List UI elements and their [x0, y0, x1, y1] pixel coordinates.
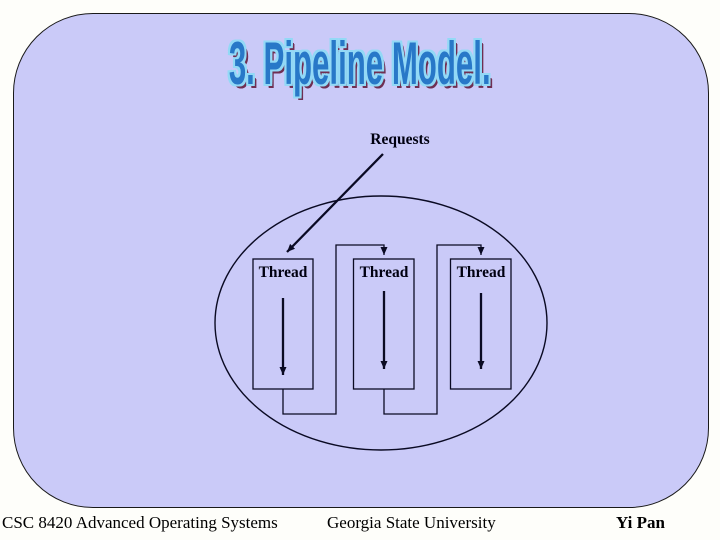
connector-thread2-thread3 [383, 244, 485, 415]
thread-box-1-label: Thread [259, 264, 308, 281]
footer-institution: Georgia State University [327, 513, 496, 532]
requests-arrow [286, 153, 384, 253]
pipeline-ellipse [214, 195, 548, 451]
slide-title-text: 3. Pipeline Model. [229, 30, 491, 97]
slide-background [13, 13, 709, 508]
thread-box-3-label: Thread [457, 264, 506, 281]
slide-title: 3. Pipeline Model. [0, 34, 720, 94]
requests-label: Requests [370, 131, 429, 148]
thread-box-3 [449, 258, 512, 390]
thread-box-2-label: Thread [360, 264, 409, 281]
connector-thread1-thread2 [282, 244, 388, 415]
footer-course: CSC 8420 Advanced Operating Systems [2, 513, 278, 532]
footer-author: Yi Pan [616, 513, 665, 532]
